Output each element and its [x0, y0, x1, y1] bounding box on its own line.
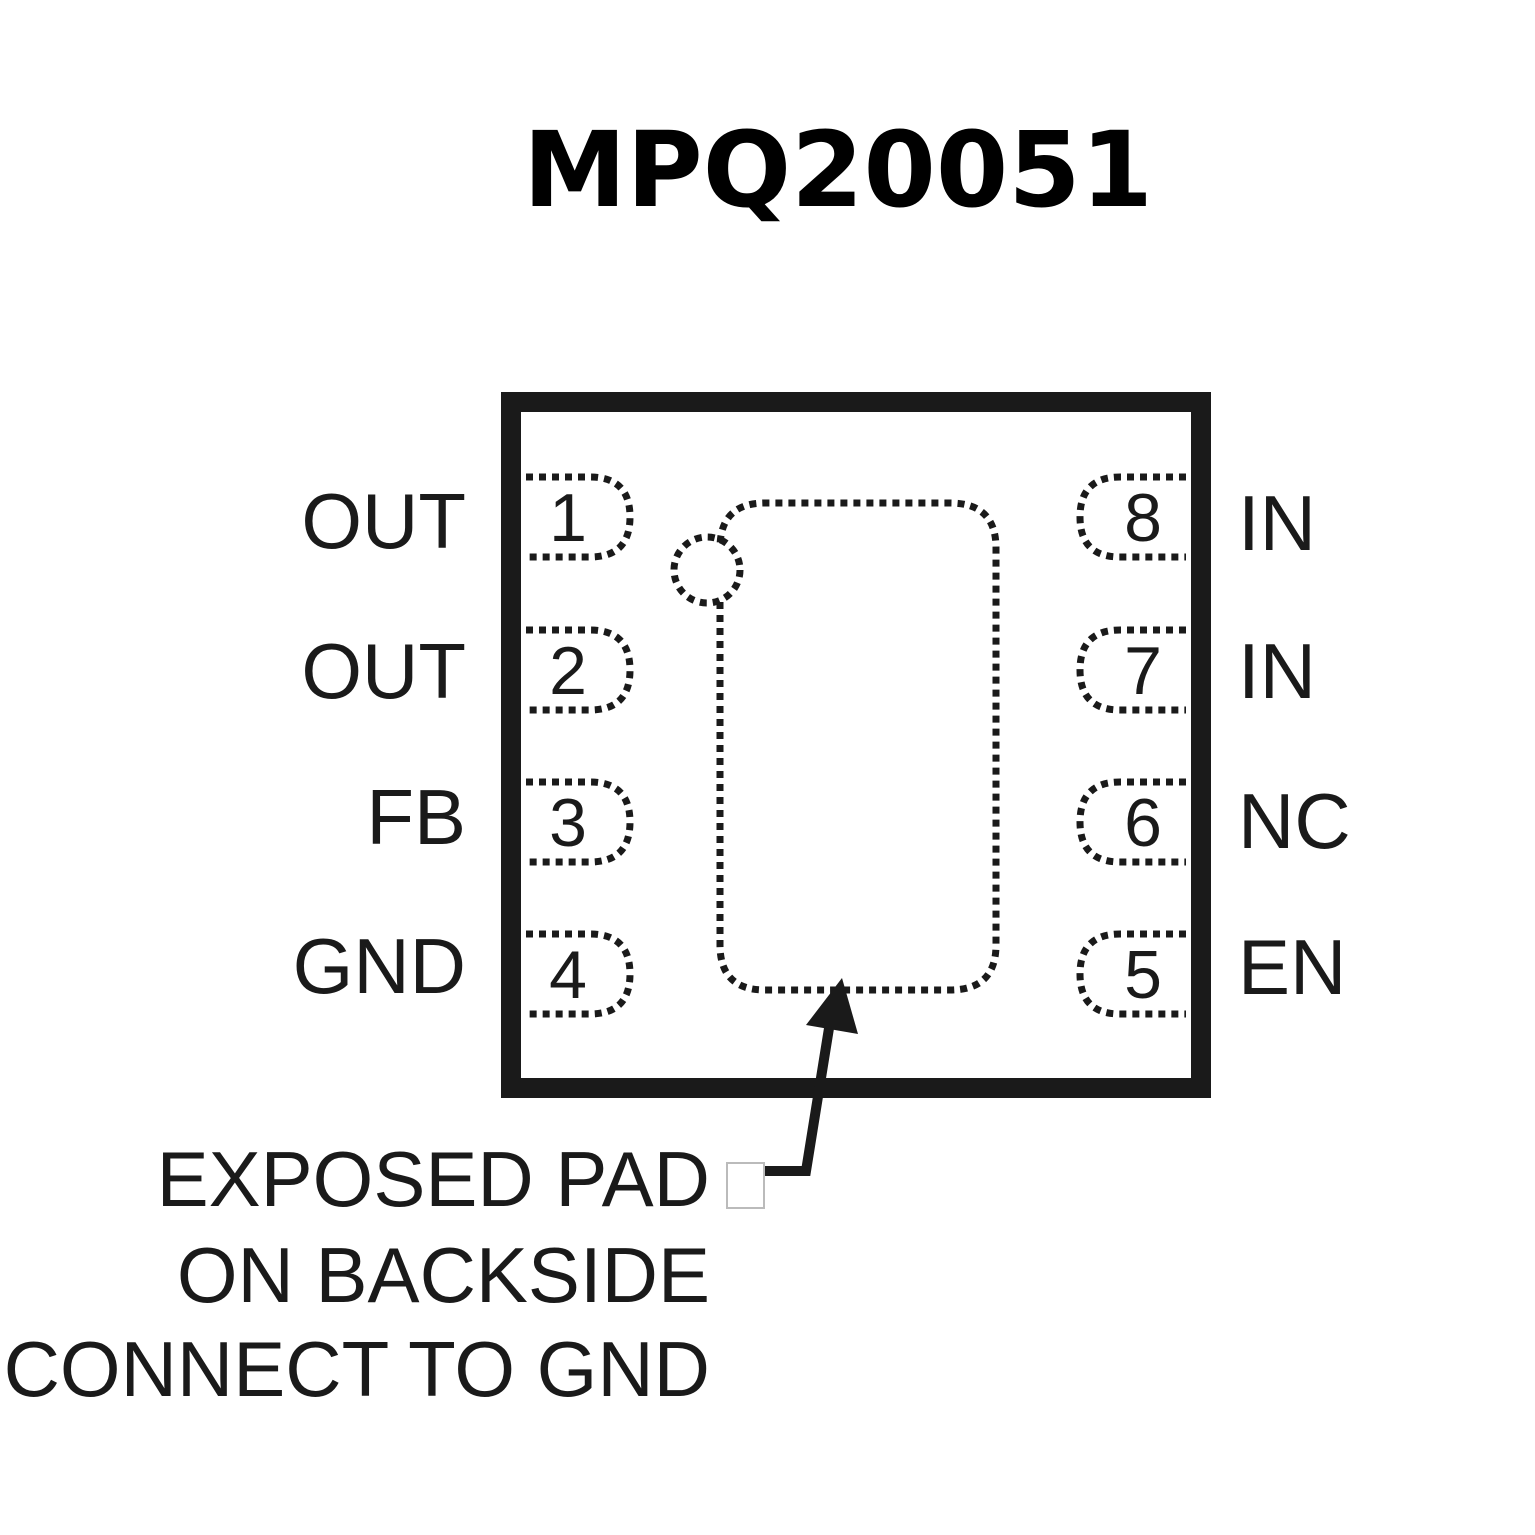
- right-pin-pads: [1076, 473, 1186, 1018]
- pin-pad-7: [1076, 626, 1186, 714]
- exposed-pad-outline: [716, 499, 1000, 994]
- pin-name-4: GND: [293, 922, 466, 1010]
- pin-pad-2: [526, 626, 634, 714]
- note-line-2: ON BACKSIDE: [177, 1231, 710, 1319]
- pin-name-3: FB: [366, 773, 466, 861]
- pin-pad-3: [526, 778, 634, 866]
- pin-number-8: 8: [1124, 480, 1162, 556]
- pin-number-2: 2: [549, 633, 587, 709]
- note-marker-square: [726, 1162, 765, 1209]
- pin-name-7: IN: [1238, 627, 1316, 715]
- arrow-head: [806, 978, 858, 1034]
- pin-name-1: OUT: [301, 477, 466, 565]
- pin-pad-4: [526, 930, 634, 1018]
- pin-number-6: 6: [1124, 785, 1162, 861]
- callout-arrow: [742, 978, 858, 1176]
- pin-number-5: 5: [1124, 937, 1162, 1013]
- note-line-1: EXPOSED PAD: [157, 1135, 710, 1223]
- chip-title: MPQ20051: [523, 109, 1153, 231]
- pin-number-3: 3: [549, 785, 587, 861]
- pin-name-5: EN: [1238, 923, 1346, 1011]
- pin-name-6: NC: [1238, 777, 1351, 865]
- pin-name-8: IN: [1238, 479, 1316, 567]
- note-line-3: CONNECT TO GND: [4, 1325, 710, 1413]
- left-pin-pads: [526, 473, 634, 1018]
- pin1-marker-circle: [670, 533, 744, 607]
- pin-number-4: 4: [549, 937, 587, 1013]
- pin-pad-1: [526, 473, 634, 561]
- pin-pad-6: [1076, 778, 1186, 866]
- pin-pad-5: [1076, 930, 1186, 1018]
- pin-number-7: 7: [1124, 633, 1162, 709]
- pin-number-1: 1: [549, 480, 587, 556]
- package-outline: [501, 392, 1211, 1098]
- pin-name-2: OUT: [301, 627, 466, 715]
- pin-pad-8: [1076, 473, 1186, 561]
